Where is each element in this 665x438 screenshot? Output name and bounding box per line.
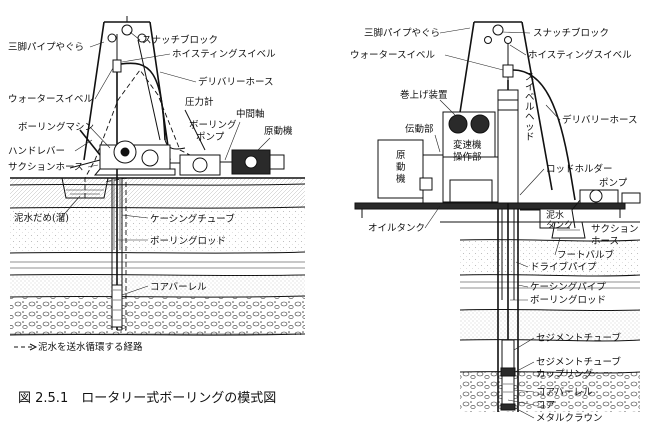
left-water-swivel [112, 59, 186, 150]
left-label-hoisting-swivel: ホイスティングスイベル [172, 48, 276, 60]
left-label-delivery-hose: デリバリーホース [198, 76, 274, 88]
left-label-water-swivel: ウォータースイベル [8, 94, 94, 105]
left-label-boring-machine: ボーリングマシン [18, 121, 94, 133]
right-label-cement-tube-coupling-line2: カップリング [536, 368, 594, 380]
left-label-core-barrel: コアバーレル [150, 282, 207, 293]
right-label-cement-tube: セジメントチューブ [536, 332, 621, 344]
right-label-metal-crown: メタルクラウン [536, 413, 603, 424]
right-pump-circuit [512, 69, 641, 239]
right-label-mud-tank: 泥水 タンク [546, 209, 573, 231]
left-boring-machine [69, 129, 176, 176]
right-diagram: 三脚パイプやぐら スナッチブロック ウォータースイベル ホイスティングスイベル … [350, 21, 642, 424]
left-label-mud-route: 泥水を送水循環する経路 [38, 341, 143, 353]
right-label-prime-mover-line2: 動 [396, 162, 406, 173]
right-label-tripod: 三脚パイプやぐら [364, 28, 440, 39]
left-tripod-derrick [83, 16, 171, 161]
right-ground-strata [440, 221, 641, 412]
right-labels: 三脚パイプやぐら スナッチブロック ウォータースイベル ホイスティングスイベル … [350, 27, 642, 424]
right-label-hoisting-swivel: ホイスティングスイベル [528, 49, 632, 61]
left-label-tripod: 三脚パイプやぐら [8, 42, 84, 53]
right-label-winch: 巻上げ装置 [400, 89, 448, 101]
left-label-boring-rod: ボーリングロッド [150, 235, 226, 247]
right-label-suction-hose-line2: ホース [591, 236, 619, 247]
left-pump-engine [170, 109, 285, 176]
left-label-suction-hose: サクションホース [8, 162, 84, 173]
right-label-cement-tube-coupling: セジメントチューブ カップリング [536, 356, 624, 380]
left-label-intermediate-shaft: 中間軸 [236, 108, 265, 120]
right-label-transmission: 伝動部 [405, 123, 434, 135]
right-label-pump: ポンプ [599, 178, 628, 189]
right-label-suction-hose-line1: サクション [591, 224, 639, 235]
left-label-hand-lever: ハンドレバー [8, 146, 65, 157]
right-label-snatch-block: スナッチブロック [533, 27, 609, 39]
right-label-gear-box-line2: 操作部 [453, 151, 482, 163]
right-label-prime-mover-line3: 機 [396, 173, 406, 185]
right-label-casing-pipe: ケーシングパイプ [530, 281, 606, 293]
right-label-mud-tank-line2: タンク [546, 220, 573, 231]
left-label-mud-pit: 泥水だめ(溜) [14, 212, 69, 224]
right-label-water-swivel: ウォータースイベル [350, 50, 436, 61]
right-label-delivery-hose: デリバリーホース [562, 114, 638, 126]
right-label-gear-box-line1: 変速機 [453, 139, 482, 151]
left-ground-strata [9, 177, 306, 336]
right-label-oil-tank: オイルタンク [368, 223, 425, 234]
right-label-suction-hose: サクション ホース [591, 224, 642, 247]
right-label-core: コア [536, 400, 555, 411]
left-mud-route-path [84, 69, 201, 331]
left-label-boring-pump: ボーリング ポンプ [189, 119, 240, 143]
right-label-drive-pipe: ドライブパイプ [530, 261, 597, 273]
left-label-snatch-block: スナッチブロック [142, 34, 218, 46]
right-label-gear-box: 変速機 操作部 [453, 139, 485, 163]
left-label-boring-pump-line1: ボーリング [189, 119, 237, 131]
left-borehole [111, 60, 123, 330]
left-diagram: 三脚パイプやぐら スナッチブロック ホイスティングスイベル デリバリーホース ウ… [8, 16, 306, 353]
left-label-prime-mover: 原動機 [264, 125, 293, 137]
left-labels: 三脚パイプやぐら スナッチブロック ホイスティングスイベル デリバリーホース ウ… [8, 31, 293, 353]
left-label-boring-pump-line2: ポンプ [196, 132, 225, 143]
right-platform [354, 202, 626, 218]
right-label-rod-holder: ロッドホルダー [546, 163, 613, 175]
right-label-foot-valve: フートバルブ [557, 249, 615, 261]
left-label-pressure-gauge: 圧力計 [185, 96, 214, 108]
right-borehole [497, 80, 519, 412]
right-label-core-barrel: コアバーレル [536, 387, 593, 398]
right-machinery [377, 89, 519, 204]
right-label-cement-tube-coupling-line1: セジメントチューブ [536, 356, 621, 368]
left-label-casing-tube: ケーシングチューブ [150, 213, 235, 225]
right-label-boring-rod: ボーリングロッド [530, 294, 606, 306]
figure-caption: 図 2.5.1 ロータリー式ボーリングの模式図 [18, 391, 276, 406]
right-label-mud-tank-line1: 泥水 [546, 209, 564, 221]
right-label-prime-mover-line1: 原 [396, 150, 406, 161]
right-label-swivel-head: スイベルヘッド [525, 72, 535, 143]
right-label-prime-mover: 原 動 機 [396, 150, 409, 185]
